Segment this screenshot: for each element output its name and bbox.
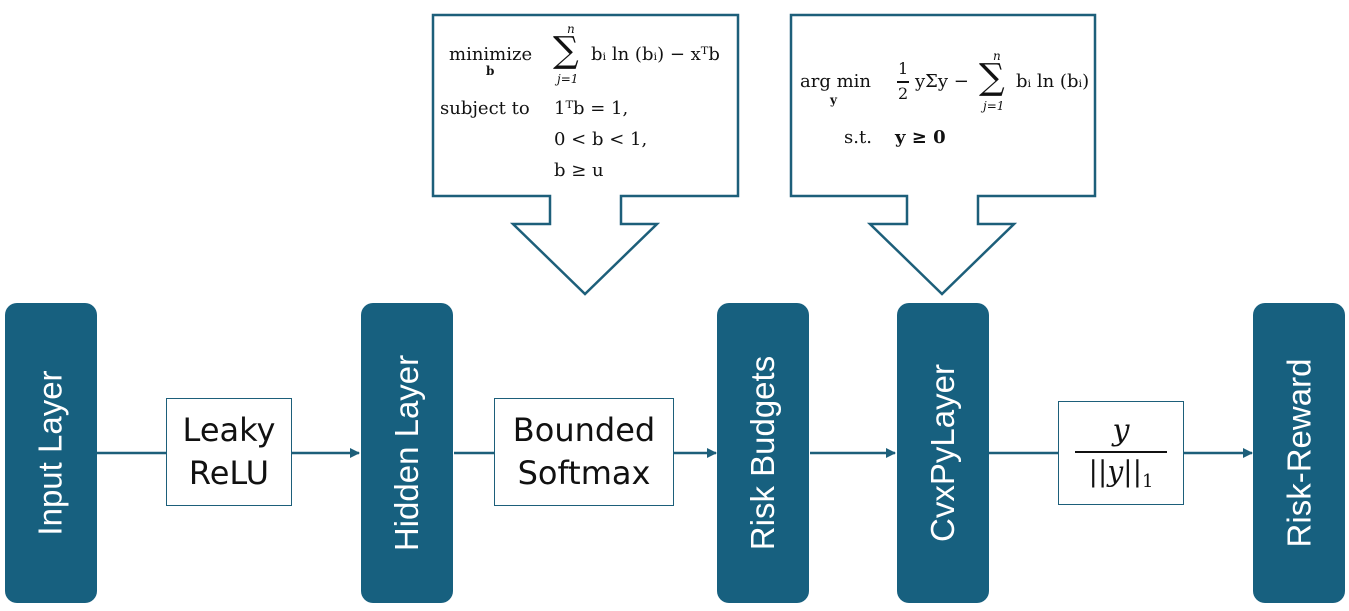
input-layer-block: Input Layer <box>5 303 97 603</box>
fraction-denominator: ||y||1 <box>1088 455 1154 493</box>
objective-left: bᵢ ln (bᵢ) − xᵀb <box>591 44 720 65</box>
normalization-box: y ||y||1 <box>1058 401 1184 505</box>
half-numerator: 1 <box>898 59 909 78</box>
summation-icon: ∑ <box>553 30 579 71</box>
fraction-bar <box>1075 451 1167 454</box>
st-keyword: s.t. <box>844 127 872 148</box>
hidden-layer-block: Hidden Layer <box>361 303 453 603</box>
sum-upper-left: n <box>567 22 575 36</box>
input-layer-label: Input Layer <box>32 370 69 536</box>
argmin-keyword: arg min <box>800 71 871 92</box>
callout-left-shape <box>431 13 740 296</box>
risk-budgets-label: Risk Budgets <box>744 355 781 551</box>
leaky-relu-line2: ReLU <box>188 454 270 492</box>
summation-icon-right: ∑ <box>979 57 1005 98</box>
constraint-bounds: 0 < b < 1, <box>554 129 648 150</box>
half-denominator: 2 <box>898 84 909 103</box>
minimize-keyword: minimize <box>449 44 533 65</box>
callout-left-math: minimize b n ∑ j=1 bᵢ ln (bᵢ) − xᵀb subj… <box>433 15 738 196</box>
risk-reward-label: Risk-Reward <box>1280 358 1317 548</box>
cvxpy-layer-block: CvxPyLayer <box>897 303 989 603</box>
constraint-floor: b ≥ u <box>554 160 604 181</box>
risk-reward-block: Risk-Reward <box>1253 303 1345 603</box>
callout-right-shape <box>789 13 1097 296</box>
quadratic-term: yΣy − <box>915 71 969 92</box>
nonnegativity-constraint: y ≥ 0 <box>895 127 946 148</box>
half-fraction-bar <box>897 81 909 83</box>
subject-to-keyword: subject to <box>440 98 530 119</box>
minimize-variable: b <box>486 64 495 78</box>
norm-expression: ||y|| <box>1088 455 1143 489</box>
hidden-layer-label: Hidden Layer <box>388 354 426 552</box>
constraint-sum: 1ᵀb = 1, <box>554 98 629 119</box>
sum-lower-left: j=1 <box>557 72 579 86</box>
cvxpy-layer-label: CvxPyLayer <box>924 364 962 542</box>
norm-subscript: 1 <box>1142 471 1154 493</box>
callout-right-math: arg min y 1 2 yΣy − n ∑ j=1 bᵢ ln (bᵢ) s… <box>791 15 1095 196</box>
risk-budgets-block: Risk Budgets <box>717 303 809 603</box>
sum-upper-right: n <box>993 49 1001 63</box>
sum-lower-right: j=1 <box>983 99 1005 113</box>
argmin-variable: y <box>830 93 837 107</box>
leaky-relu-box: Leaky ReLU <box>166 398 292 506</box>
bounded-softmax-line1: Bounded <box>512 410 656 449</box>
normalization-fraction: y ||y||1 <box>1075 412 1167 493</box>
fraction-numerator: y <box>1112 412 1130 448</box>
objective-right: bᵢ ln (bᵢ) <box>1016 71 1090 92</box>
bounded-softmax-box: Bounded Softmax <box>494 398 674 506</box>
leaky-relu-line1: Leaky <box>182 410 276 449</box>
bounded-softmax-line2: Softmax <box>517 454 651 492</box>
